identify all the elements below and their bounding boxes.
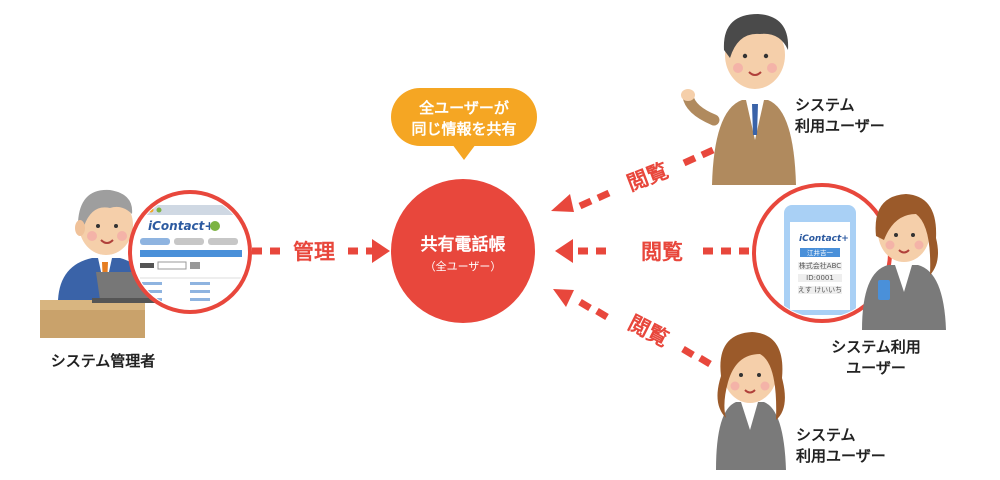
user3-label-line1: システム — [796, 426, 856, 444]
user3-label-line2: 利用ユーザー — [796, 447, 886, 465]
admin-screen-logo: iContact+ — [148, 219, 214, 233]
user2-action-label: 閲覧 — [641, 240, 683, 264]
user1-illustration — [681, 14, 796, 185]
central-subtitle: （全ユーザー） — [425, 259, 502, 273]
phone-contact-kana: えす けいいち — [798, 286, 842, 294]
phone-contact-name: 江井吉一 — [807, 248, 834, 257]
user1-label-line1: システム — [795, 96, 855, 114]
central-title: 共有電話帳 — [421, 234, 506, 255]
phone-contact-company: 株式会社ABC — [799, 261, 841, 270]
user3-illustration — [716, 332, 786, 470]
arrow-user3-to-center — [553, 289, 712, 368]
user2-label-line2: ユーザー — [846, 359, 906, 377]
arrow-admin-to-center — [252, 239, 390, 263]
user2-phone-circle — [752, 183, 892, 323]
admin-action-label: 管理 — [293, 240, 335, 264]
user1-action-label: 閲覧 — [624, 158, 672, 195]
user2-label-line1: システム利用 — [831, 338, 921, 356]
user2-illustration — [862, 194, 946, 330]
user3-action-label: 閲覧 — [624, 311, 672, 351]
bubble-line2: 同じ情報を共有 — [411, 120, 516, 138]
speech-bubble — [391, 88, 537, 160]
arrow-user1-to-center — [551, 146, 715, 212]
phone-logo: iContact+ — [799, 234, 849, 244]
admin-label: システム管理者 — [51, 352, 156, 370]
phone-contact-id: ID:0001 — [806, 274, 834, 282]
admin-screen-circle — [128, 190, 252, 314]
arrow-user2-to-center — [555, 239, 749, 263]
bubble-line1: 全ユーザーが — [418, 99, 510, 117]
shared-phonebook-circle — [391, 179, 535, 323]
logo-badge-icon — [210, 221, 220, 231]
user1-label-line2: 利用ユーザー — [795, 117, 885, 135]
